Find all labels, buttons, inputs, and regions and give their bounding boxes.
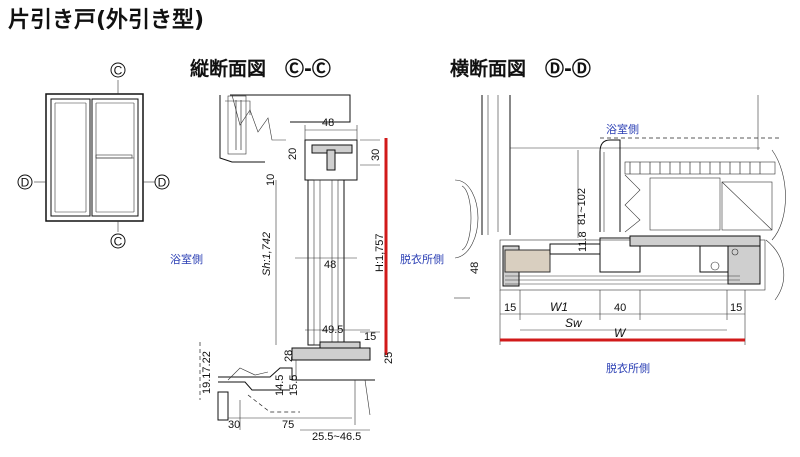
dim-top-width: 48 <box>322 117 334 129</box>
svg-text:D: D <box>21 176 30 190</box>
key-plan-handle <box>95 154 133 159</box>
drain-stub <box>217 391 229 421</box>
dim-w1: W1 <box>550 300 568 314</box>
svg-text:D: D <box>158 176 167 190</box>
sliding-panel-rail <box>629 235 761 247</box>
svg-text:C: C <box>114 235 123 249</box>
dressing-side-label-bottom: 脱衣所側 <box>606 361 650 375</box>
dim-19-17-22: 19.17.22 <box>201 351 213 394</box>
lower-sill <box>291 347 371 361</box>
section-marker-bottom: C <box>110 233 126 249</box>
dim-10: 10 <box>265 174 277 186</box>
horizontal-section-title: 横断面図 Ⓓ-Ⓓ <box>450 57 591 80</box>
bath-side-label-top: 浴室側 <box>606 122 639 136</box>
dim-25-46: 25.5~46.5 <box>312 431 361 443</box>
dim-w: W <box>614 326 627 340</box>
dim-15-left: 15 <box>504 302 516 314</box>
dim-25: 25 <box>383 352 395 364</box>
upright-pipe <box>599 139 621 232</box>
dim-75: 75 <box>282 419 294 431</box>
bath-side-label-left: 浴室側 <box>170 252 203 266</box>
svg-text:C: C <box>114 64 123 78</box>
key-plan-fixed-panel <box>50 98 91 217</box>
dim-48: 48 <box>469 262 481 274</box>
dim-30: 30 <box>370 149 382 161</box>
dim-11-8: 11.8 <box>577 231 589 252</box>
left-jamb <box>504 249 551 273</box>
key-plan: C C D D <box>17 62 170 249</box>
dim-49-5: 49.5 <box>322 324 343 336</box>
vertical-section: 縦断面図 Ⓒ-Ⓒ 48 30 20 10 48 Sh:1,742 <box>170 57 444 443</box>
vertical-section-title: 縦断面図 Ⓒ-Ⓒ <box>190 57 331 80</box>
right-jamb <box>727 245 761 285</box>
dim-sh: Sh:1,742 <box>261 232 273 276</box>
dim-40: 40 <box>614 302 626 314</box>
page-title: 片引き戸(外引き型) <box>8 7 204 33</box>
dim-15: 15 <box>364 331 376 343</box>
section-marker-top: C <box>110 62 126 78</box>
dim-81-102: 81~102 <box>576 188 588 225</box>
dim-sw: Sw <box>565 316 583 330</box>
key-plan-sliding-panel <box>91 98 139 217</box>
dim-20: 20 <box>287 148 299 160</box>
dim-14-5: 14.5 <box>274 375 286 396</box>
dressing-side-label-left: 脱衣所側 <box>400 252 444 266</box>
left-wall <box>454 95 511 299</box>
section-marker-right: D <box>154 174 170 190</box>
dim-15-5: 15.5 <box>288 375 300 396</box>
dim-h: H:1,757 <box>374 233 386 272</box>
horizontal-section: 横断面図 Ⓓ-Ⓓ 浴室側 81~102 11.8 <box>450 57 786 375</box>
dim-28: 28 <box>283 350 295 362</box>
dim-15-right: 15 <box>730 302 742 314</box>
section-marker-left: D <box>17 174 33 190</box>
dim-mid-width: 48 <box>324 259 336 271</box>
key-plan-frame <box>45 93 144 222</box>
dim-30-bottom: 30 <box>228 419 240 431</box>
